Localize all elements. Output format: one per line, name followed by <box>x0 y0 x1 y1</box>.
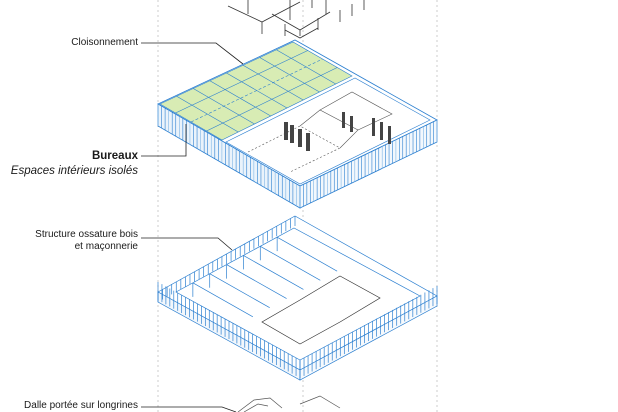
leader-dalle <box>141 406 237 412</box>
offices-level <box>157 39 438 209</box>
label-structure-line1: Structure ossature bois <box>35 229 138 240</box>
leader-structure <box>141 237 233 251</box>
label-bureaux-subtitle: Espaces intérieurs isolés <box>10 165 138 177</box>
structure-level <box>157 215 438 381</box>
roof-frame <box>227 0 365 39</box>
label-dalle: Dalle portée sur longrines <box>24 400 138 411</box>
leader-cloisonnement <box>141 42 244 65</box>
leader-lines <box>141 42 244 412</box>
slab-level <box>237 395 341 412</box>
label-cloisonnement: Cloisonnement <box>71 37 138 48</box>
label-structure-line2: et maçonnerie <box>74 241 138 252</box>
label-bureaux-title: Bureaux <box>91 150 138 162</box>
leader-bureaux <box>141 124 187 157</box>
